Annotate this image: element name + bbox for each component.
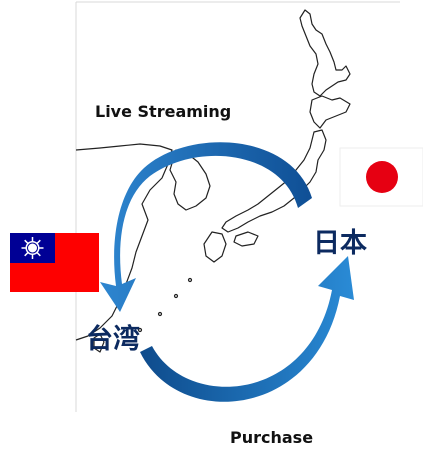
island-dot [137, 327, 143, 333]
island-dot [157, 311, 163, 317]
island-dot [173, 293, 179, 299]
purchase-label: Purchase [230, 428, 314, 447]
arrow-live-streaming [100, 142, 312, 312]
arrow-purchase [140, 256, 354, 402]
kyushu [203, 231, 227, 263]
china-coast [75, 143, 173, 341]
live-streaming-label: Live Streaming [95, 102, 232, 121]
north-island [299, 9, 351, 97]
japan-map [75, 9, 351, 353]
taiwan-flag [10, 233, 99, 292]
taiwan-island [93, 333, 105, 353]
korea-peninsula [169, 149, 211, 211]
japan-label: 日本 [313, 228, 367, 259]
taiwan-label: 台湾 [86, 324, 140, 355]
japan-flag [339, 147, 423, 207]
japan-flag-sun [366, 161, 398, 193]
hokkaido [309, 95, 351, 129]
island-dot [187, 277, 193, 283]
shikoku [233, 231, 259, 247]
